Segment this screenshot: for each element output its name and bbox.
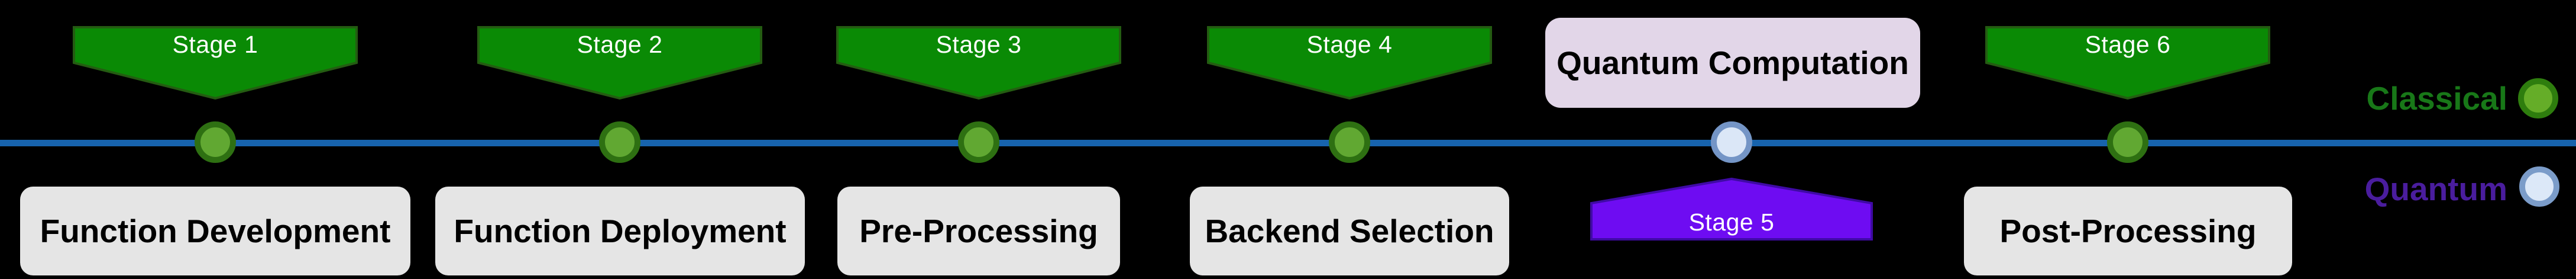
legend-quantum-dot-icon [2519,166,2559,207]
timeline-node-stage-3-classical [958,121,999,163]
task-box-function-development: Function Development [20,187,410,275]
legend-quantum-label: Quantum [2364,171,2507,207]
stage-2-flag [477,26,762,100]
task-box-backend-selection: Backend Selection [1190,187,1509,275]
timeline-node-stage-1-classical [195,121,236,163]
stage-2-flag-shape [477,26,762,100]
timeline-node-stage-6-classical [2107,121,2148,163]
stage-3-flag [836,26,1121,100]
stage-5-label: Stage 5 [1688,208,1775,236]
stage-1-flag-shape [73,26,358,100]
legend-classical-dot-icon [2518,78,2558,118]
stage-6-flag [1985,26,2270,100]
timeline-node-stage-4-classical [1329,121,1370,163]
legend-classical-label: Classical [2366,80,2507,117]
stage-4-label: Stage 4 [1306,31,1393,58]
timeline-node-stage-5-quantum [1711,121,1752,163]
stage-1-label: Stage 1 [172,31,258,58]
timeline-node-stage-2-classical [599,121,640,163]
task-box-quantum-computation: Quantum Computation [1545,18,1920,108]
stage-3-label: Stage 3 [936,31,1022,58]
task-box-pre-processing: Pre-Processing [837,187,1120,275]
timeline-line [0,140,2576,146]
task-box-function-deployment: Function Deployment [435,187,805,275]
stage-4-flag [1207,26,1492,100]
stage-6-flag-shape [1985,26,2270,100]
stage-5-flag [1590,178,1873,240]
stage-4-flag-shape [1207,26,1492,100]
stage-1-flag [73,26,358,100]
stage-5-flag-shape [1590,178,1873,240]
task-box-post-processing: Post-Processing [1964,187,2292,275]
stage-2-label: Stage 2 [577,31,663,58]
stage-6-label: Stage 6 [2085,31,2171,58]
stage-3-flag-shape [836,26,1121,100]
